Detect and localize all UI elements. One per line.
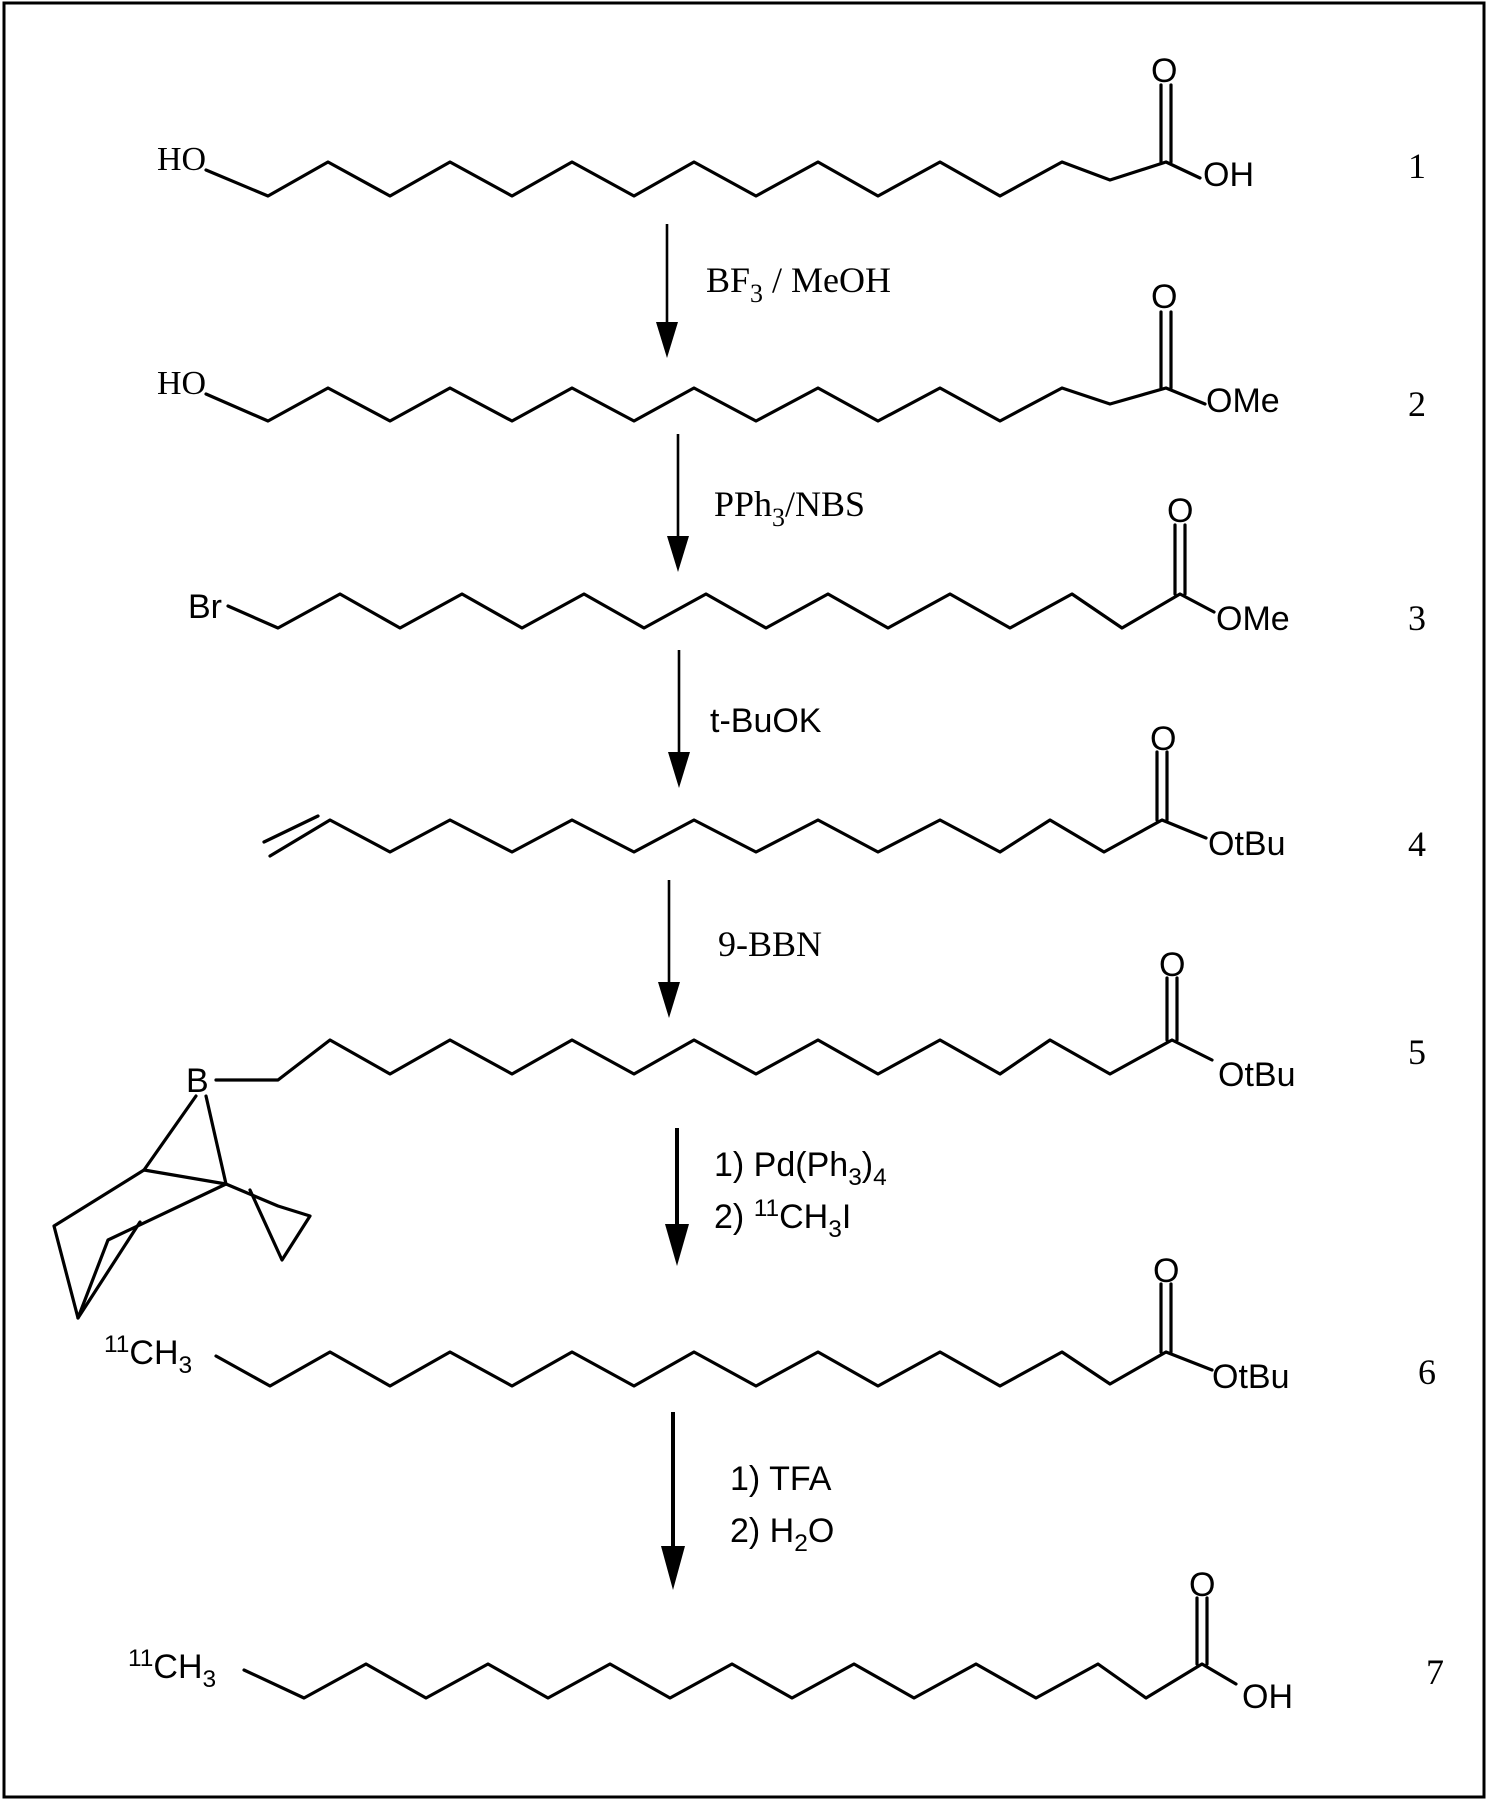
compound-6-carbonyl-o: O [1153,1252,1179,1290]
compound-2-carbonyl-o: O [1151,278,1177,316]
bbn-ring-large [52,1168,228,1320]
compound-3: Br O OMe 3 [188,492,1426,638]
compound-6-number: 6 [1418,1352,1436,1392]
compound-1-right-group: OH [1203,156,1254,194]
compound-2-chain [204,386,1207,423]
compound-1-chain [204,160,1202,198]
reaction-step-4: 9-BBN [658,880,822,1018]
arrow-head-2 [667,536,689,572]
compound-2-number: 2 [1408,384,1426,424]
compound-5-boron-label: B [186,1062,209,1100]
compound-1-number: 1 [1408,146,1426,186]
reagent-3: t-BuOK [710,702,822,740]
compound-4: O OtBu 4 [262,720,1426,864]
compound-3-carbonyl-o: O [1167,492,1193,530]
compound-2-left-group: HO [157,365,206,402]
compound-6-left-group: 11CH3 [104,1331,192,1379]
reagent-5-line-2: 2) 11CH3I [714,1195,851,1243]
reaction-step-5: 1) Pd(Ph3)4 2) 11CH3I [665,1128,887,1266]
compound-3-left-group: Br [188,588,222,626]
compound-4-chain [268,818,1208,858]
compound-7-right-group: OH [1242,1678,1293,1716]
reagent-2: PPh3/NBS [714,484,865,532]
bbn-ring-small [224,1182,312,1262]
arrow-head-1 [656,322,678,358]
compound-4-number: 4 [1408,824,1426,864]
arrow-head-6 [661,1546,685,1590]
arrow-head-5 [665,1224,689,1266]
compound-5-right-group: OtBu [1218,1056,1295,1094]
compound-7-number: 7 [1426,1652,1444,1692]
compound-2-right-group: OMe [1206,382,1280,420]
bbn-ring-lower [76,1220,142,1320]
reaction-step-1: BF3 / MeOH [656,224,891,358]
reagent-6-line-1: 1) TFA [730,1460,832,1498]
reagent-6-line-2: 2) H2O [730,1512,834,1557]
compound-3-right-group: OMe [1216,600,1290,638]
compound-4-carbonyl-o: O [1150,720,1176,758]
compound-6-chain [214,1350,1214,1388]
bbn-ring-system: B [52,1062,312,1320]
bbn-bridge-left [142,1094,198,1172]
compound-5-carbonyl-o: O [1159,946,1185,984]
arrow-head-3 [668,752,690,788]
reagent-5-line-1: 1) Pd(Ph3)4 [714,1146,887,1191]
reaction-step-3: t-BuOK [668,650,822,788]
arrow-head-4 [658,982,680,1018]
compound-4-alkene-inner [262,814,320,844]
compound-5-number: 5 [1408,1032,1426,1072]
bbn-bridge-right [204,1094,228,1186]
compound-3-number: 3 [1408,598,1426,638]
reaction-step-2: PPh3/NBS [667,434,865,572]
compound-4-right-group: OtBu [1208,825,1285,863]
compound-5: O OtBu 5 B [52,946,1426,1320]
compound-1: HO O OH 1 [157,52,1426,198]
compound-6: 11CH3 O OtBu 6 [104,1252,1436,1396]
reagent-1: BF3 / MeOH [706,260,891,308]
compound-7: 11CH3 O OH 7 [128,1566,1444,1716]
compound-1-left-group: HO [157,141,206,178]
compound-7-left-group: 11CH3 [128,1645,216,1693]
reagent-4: 9-BBN [718,924,822,964]
compound-6-right-group: OtBu [1212,1358,1289,1396]
compound-1-carbonyl-o: O [1151,52,1177,90]
reaction-step-6: 1) TFA 2) H2O [661,1412,834,1590]
bbn-ring-front [142,1168,228,1186]
compound-2: HO O OMe 2 [157,278,1426,424]
compound-7-chain [242,1662,1238,1700]
compound-5-chain [214,1038,1214,1082]
compound-7-carbonyl-o: O [1189,1566,1215,1604]
compound-3-chain [226,592,1216,630]
